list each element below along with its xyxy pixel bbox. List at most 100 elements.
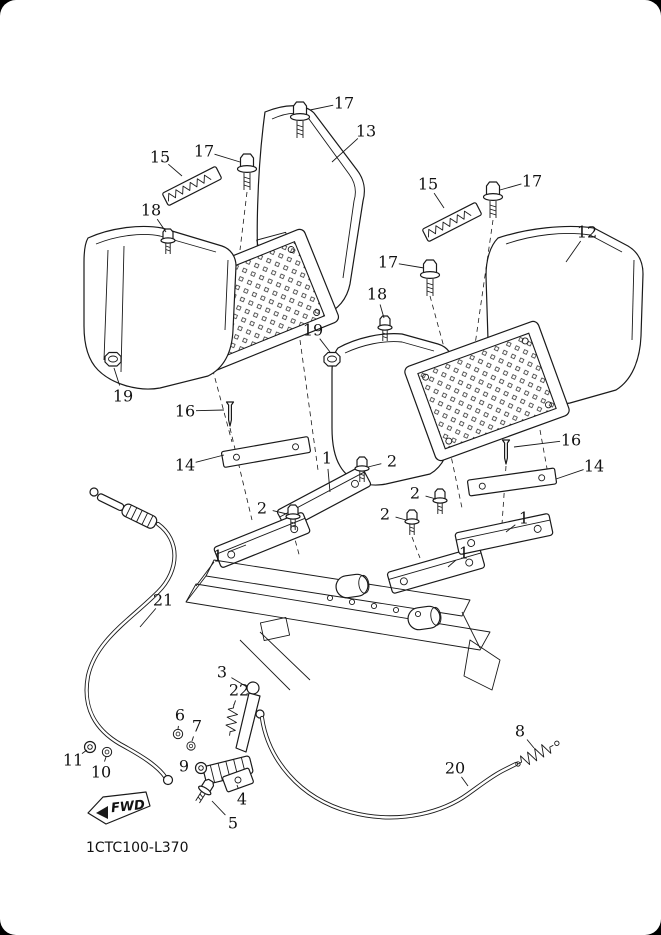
bracket-1b — [212, 511, 312, 569]
callout-leader-2-4 — [395, 516, 407, 521]
callout-leader-8 — [526, 739, 535, 749]
nut-19b — [323, 351, 341, 367]
part-callout-20: 20 — [445, 759, 465, 778]
callout-leader-16-1 — [195, 409, 225, 412]
callout-leader-12 — [565, 240, 582, 263]
part-callout-9: 9 — [179, 757, 189, 776]
callout-leader-18-2 — [379, 304, 385, 319]
callout-leader-1-3 — [447, 559, 457, 568]
callout-leader-4 — [236, 784, 239, 789]
nut-19a — [104, 351, 122, 367]
callout-leader-17-3 — [499, 183, 522, 191]
flange-bolt-17d — [419, 259, 441, 297]
part-callout-15-1: 15 — [150, 148, 170, 167]
part-callout-10: 10 — [91, 763, 111, 782]
part-callout-2-4: 2 — [380, 505, 390, 524]
callout-leader-17-4 — [398, 263, 425, 269]
part-callout-17-3: 17 — [522, 172, 542, 191]
callout-leader-15-1 — [168, 163, 183, 177]
part-callout-1-3: 1 — [459, 544, 469, 563]
fwd-arrow-icon — [96, 806, 108, 819]
part-callout-17-1: 17 — [334, 94, 354, 113]
part-callout-1-2: 1 — [213, 547, 223, 566]
callout-leader-15-2 — [433, 192, 445, 209]
callout-leader-11 — [81, 749, 88, 754]
callout-leader-17-2 — [214, 153, 241, 163]
part-callout-8: 8 — [515, 722, 525, 741]
callout-leader-19-2 — [113, 367, 121, 386]
left-fender-flap — [83, 225, 237, 390]
flange-bolt-17b — [236, 153, 258, 191]
callout-leader-5 — [211, 800, 226, 816]
bracket-1d — [454, 512, 554, 556]
fwd-flag: FWD — [87, 791, 151, 825]
serrated-strip-right — [421, 201, 483, 243]
bolt-2d — [432, 488, 448, 515]
diagram-code: 1CTC100-L370 — [86, 840, 188, 856]
part-callout-4: 4 — [237, 790, 247, 809]
part-callout-2-1: 2 — [387, 452, 397, 471]
callout-leader-14-1 — [195, 454, 225, 463]
part-callout-15-2: 15 — [418, 175, 438, 194]
part-callout-7: 7 — [192, 717, 202, 736]
part-callout-13: 13 — [356, 122, 376, 141]
part-callout-5: 5 — [228, 814, 238, 833]
callout-leader-2-1 — [367, 463, 382, 468]
callout-leader-22 — [233, 700, 236, 706]
right-footboard-tread — [404, 320, 570, 462]
part-callout-18-2: 18 — [367, 285, 387, 304]
part-callout-3: 3 — [217, 663, 227, 682]
collar-9 — [194, 761, 208, 775]
spring-22 — [225, 703, 239, 736]
screw-16a — [225, 401, 235, 427]
plate-14a — [220, 435, 312, 469]
callout-leader-20 — [461, 776, 469, 787]
part-callout-16-1: 16 — [175, 402, 195, 421]
callout-leader-10 — [104, 756, 107, 762]
callout-leader-3 — [231, 677, 248, 688]
bracket-4 — [222, 767, 254, 793]
callout-leader-2-2 — [272, 510, 288, 515]
part-callout-1-1: 1 — [322, 449, 332, 468]
callout-leader-21 — [139, 608, 157, 628]
callout-leader-1-1 — [327, 468, 331, 493]
callout-leader-1-2 — [228, 544, 247, 553]
callout-leader-13 — [331, 138, 359, 163]
washer-10 — [101, 746, 113, 758]
part-callout-16-2: 16 — [561, 431, 581, 450]
bracket-1c — [386, 545, 486, 595]
screw-16b — [501, 439, 511, 465]
part-callout-19-2: 19 — [113, 387, 133, 406]
callout-leader-2-3 — [425, 495, 437, 500]
serrated-strip-left — [161, 165, 223, 207]
callout-leader-16-2 — [513, 440, 561, 448]
part-callout-22: 22 — [229, 681, 249, 700]
washer-6 — [172, 728, 184, 740]
part-callout-18-1: 18 — [141, 201, 161, 220]
cable-20 — [255, 709, 519, 820]
plate-14b — [466, 467, 558, 497]
bolt-2c — [404, 509, 420, 536]
part-callout-14-2: 14 — [584, 457, 604, 476]
callout-leader-18-1 — [156, 218, 167, 233]
part-callout-2-3: 2 — [410, 484, 420, 503]
washer-7 — [186, 741, 196, 751]
spring-8 — [515, 740, 560, 767]
part-callout-17-4: 17 — [378, 253, 398, 272]
callout-leader-14-2 — [555, 469, 584, 480]
callout-leader-7 — [191, 736, 194, 742]
vehicle-frame — [185, 559, 501, 691]
part-callout-21: 21 — [153, 591, 173, 610]
part-callout-11: 11 — [63, 751, 83, 770]
cable-21 — [84, 487, 177, 786]
part-callout-1-4: 1 — [519, 509, 529, 528]
flange-bolt-17c — [482, 181, 504, 219]
part-callout-12: 12 — [577, 223, 597, 242]
part-callout-2-2: 2 — [257, 499, 267, 518]
fwd-label: FWD — [110, 798, 146, 816]
part-callout-19-1: 19 — [303, 321, 323, 340]
callout-leader-17-1 — [309, 104, 334, 111]
